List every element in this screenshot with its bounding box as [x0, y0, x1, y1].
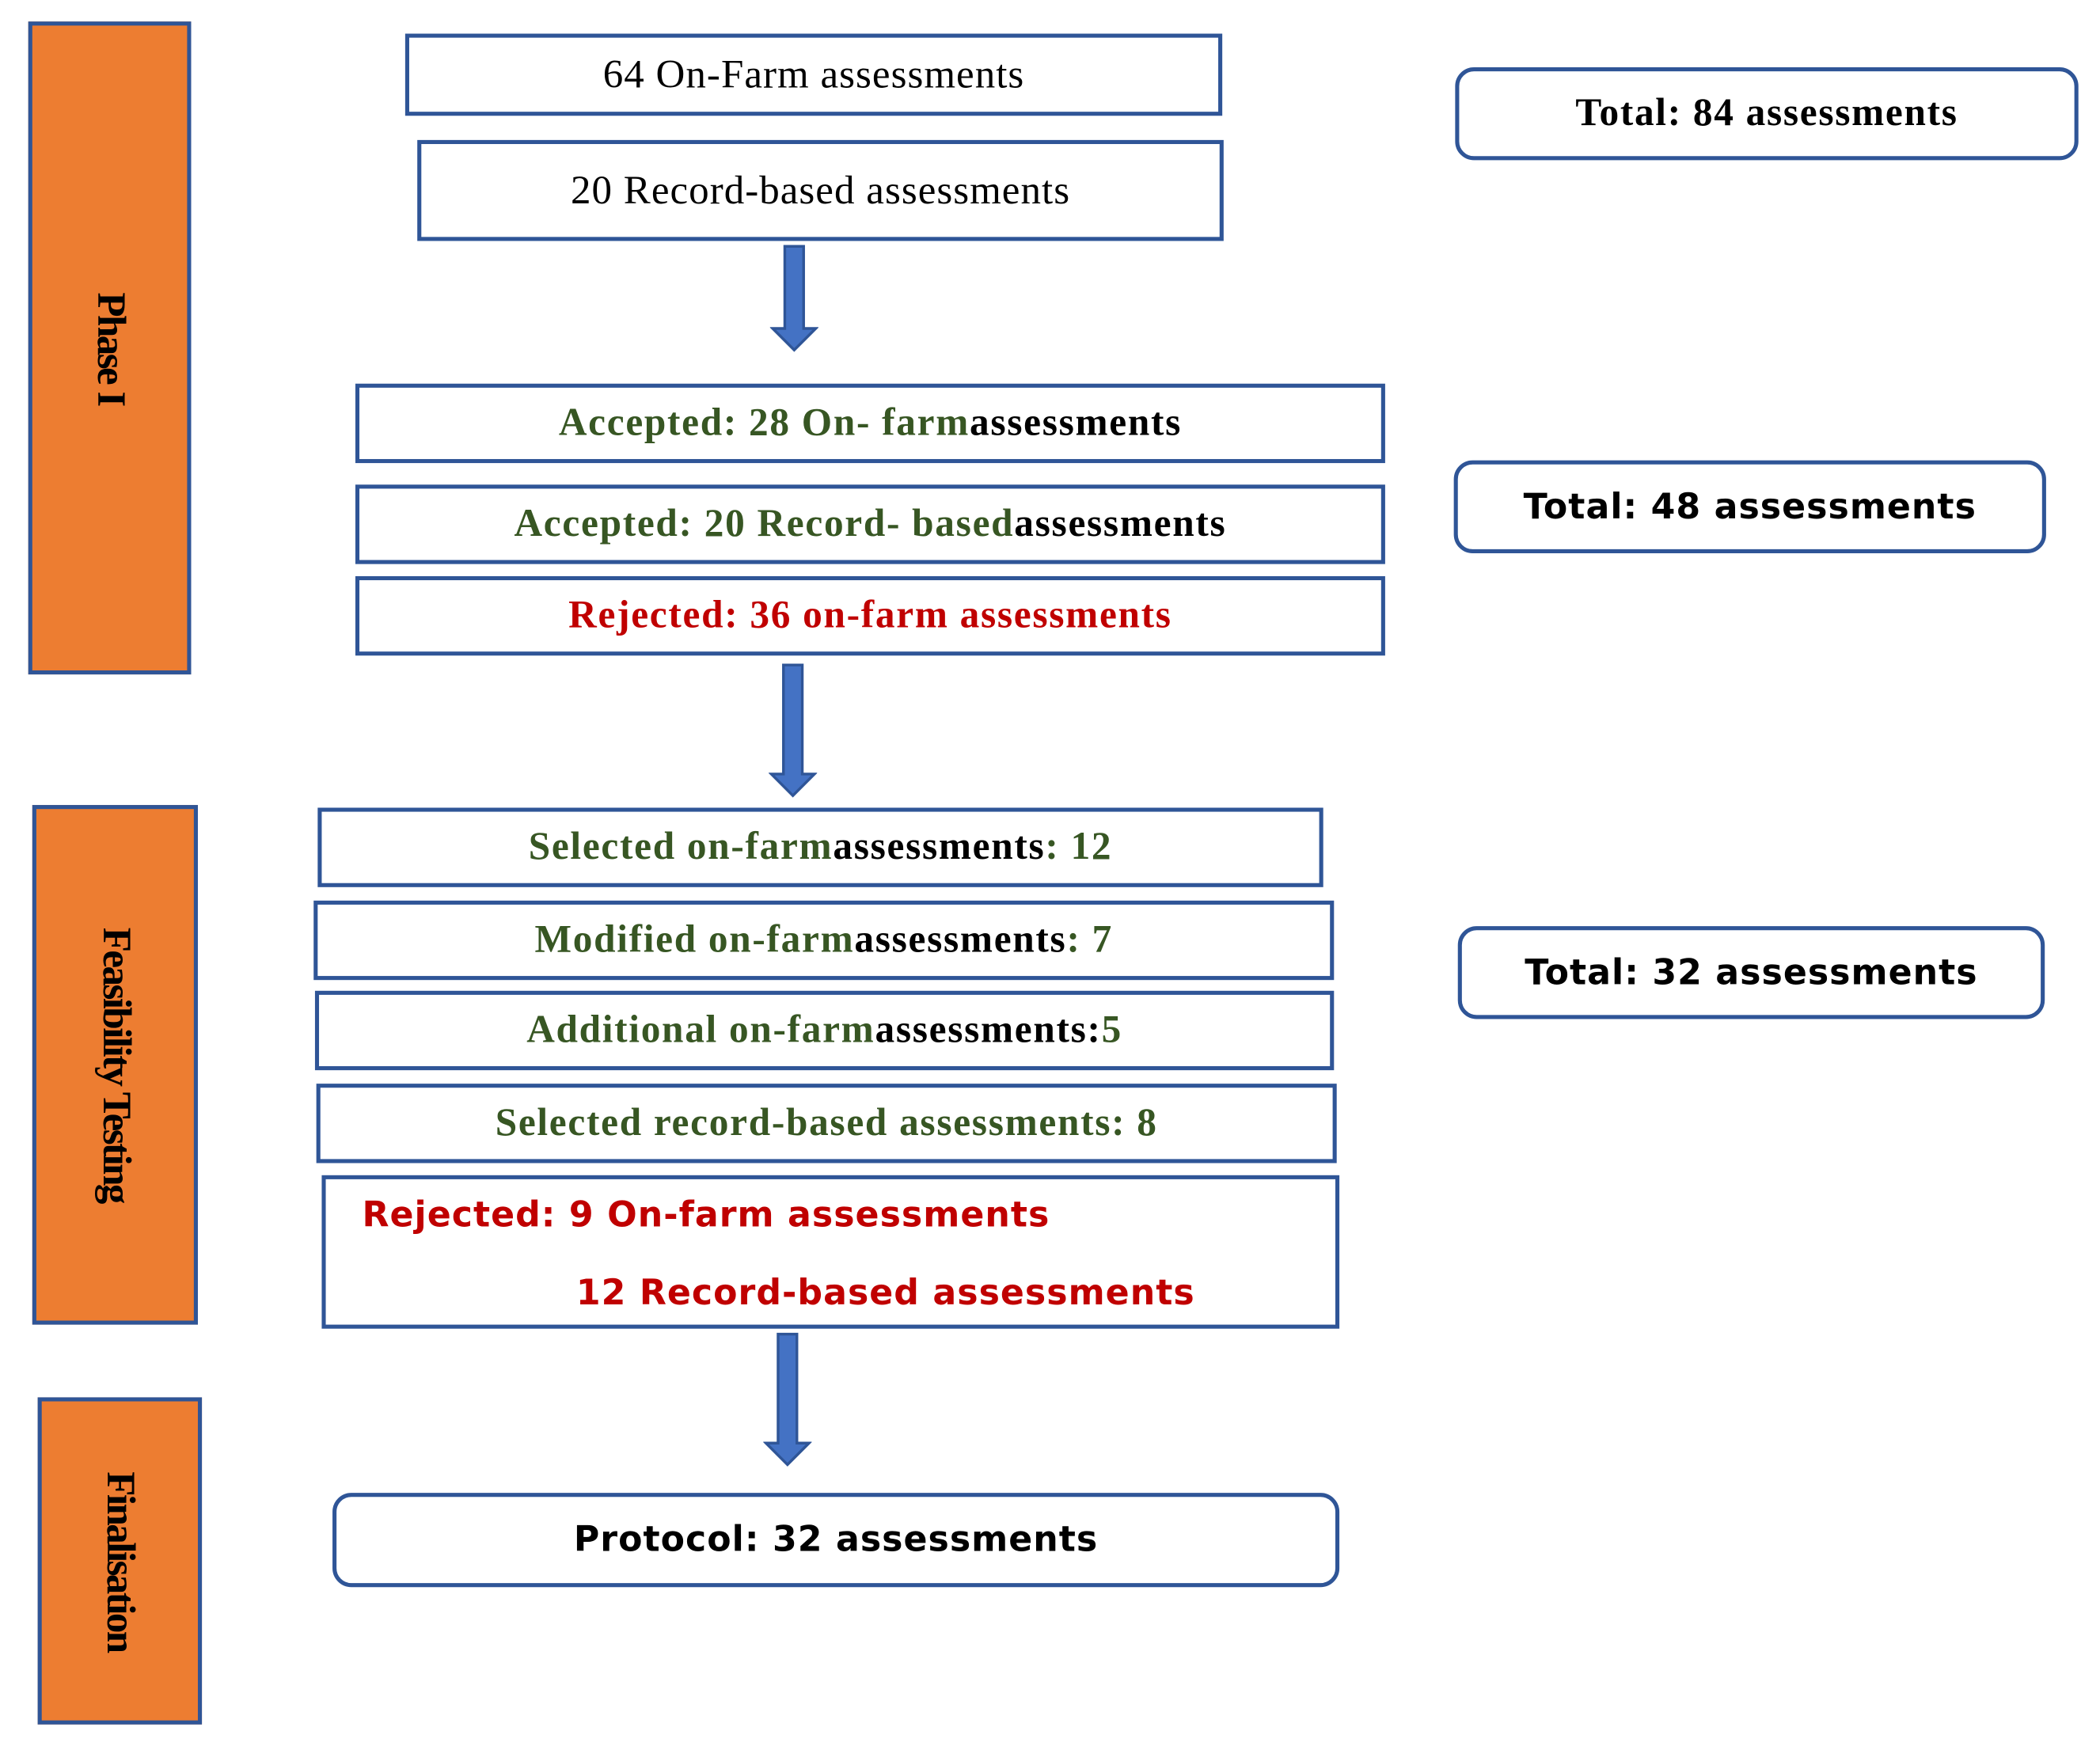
selected-onfarm-label: Selected on-farm: [528, 825, 834, 869]
record-assessments-box: 20 Record-based assessments: [417, 139, 1224, 241]
phase-bar-feasibility: Feasibility Testing: [32, 805, 198, 1325]
accepted-record-suffix: assessments: [1014, 502, 1227, 545]
phase-bar-finalisation: Finalisation: [37, 1397, 203, 1725]
selected-onfarm-suffix: assessments: [833, 825, 1046, 869]
onfarm-assessments-box: 64 On-Farm assessments: [404, 33, 1223, 116]
total-32-text: Total: 32 assessments: [1525, 952, 1978, 993]
selected-onfarm-count: : 12: [1045, 825, 1113, 869]
total-48-box: Total: 48 assessments: [1453, 460, 2046, 554]
additional-onfarm-label: Additional on-farm: [526, 1008, 875, 1052]
down-arrow-icon: [769, 663, 818, 798]
total-48-text: Total: 48 assessments: [1523, 486, 1977, 527]
accepted-record-box: Accepted: 20 Record- based assessments: [355, 484, 1385, 564]
phase1-label: Phase I: [88, 291, 133, 404]
rejected-onfarm-line: Rejected: 9 On-farm assessments: [362, 1195, 1050, 1236]
total-84-text: Total: 84 assessments: [1575, 91, 1958, 135]
modified-onfarm-count: : 7: [1066, 917, 1113, 962]
phase-bar-phase1: Phase I: [28, 21, 192, 675]
total-84-box: Total: 84 assessments: [1455, 67, 2079, 161]
rejected-feasibility-box: Rejected: 9 On-farm assessments 12 Recor…: [321, 1175, 1340, 1329]
protocol-text: Protocol: 32 assessments: [573, 1520, 1099, 1561]
rejected-onfarm-box: Rejected: 36 on-farm assessments: [355, 575, 1385, 656]
accepted-onfarm-box: Accepted: 28 On- farm assessments: [355, 383, 1385, 464]
accepted-onfarm-label: Accepted: 28 On- farm: [558, 400, 970, 445]
feasibility-label: Feasibility Testing: [93, 927, 139, 1202]
accepted-onfarm-suffix: assessments: [969, 400, 1183, 445]
accepted-record-label: Accepted: 20 Record- based: [514, 502, 1015, 545]
modified-onfarm-box: Modified on-farm assessments : 7: [313, 900, 1335, 981]
finalisation-label: Finalisation: [98, 1471, 143, 1651]
rejected-record-line: 12 Record-based assessments: [575, 1273, 1195, 1314]
additional-onfarm-suffix: assessments:: [875, 1008, 1102, 1052]
rejected-onfarm-text: Rejected: 36 on-farm assessments: [568, 594, 1172, 637]
protocol-box: Protocol: 32 assessments: [332, 1493, 1340, 1588]
down-arrow-icon: [769, 245, 818, 352]
additional-onfarm-box: Additional on-farm assessments: 5: [314, 990, 1335, 1071]
modified-onfarm-suffix: assessments: [854, 917, 1067, 962]
total-32-box: Total: 32 assessments: [1457, 926, 2045, 1019]
record-assessments-text: 20 Record-based assessments: [570, 167, 1071, 212]
selected-record-box: Selected record-based assessments: 8: [316, 1084, 1337, 1164]
selected-record-text: Selected record-based assessments: 8: [495, 1101, 1158, 1145]
onfarm-assessments-text: 64 On-Farm assessments: [602, 51, 1025, 97]
selected-onfarm-box: Selected on-farm assessments : 12: [317, 807, 1323, 887]
down-arrow-icon: [763, 1332, 812, 1467]
additional-onfarm-count: 5: [1101, 1008, 1123, 1052]
modified-onfarm-label: Modified on-farm: [534, 917, 855, 962]
